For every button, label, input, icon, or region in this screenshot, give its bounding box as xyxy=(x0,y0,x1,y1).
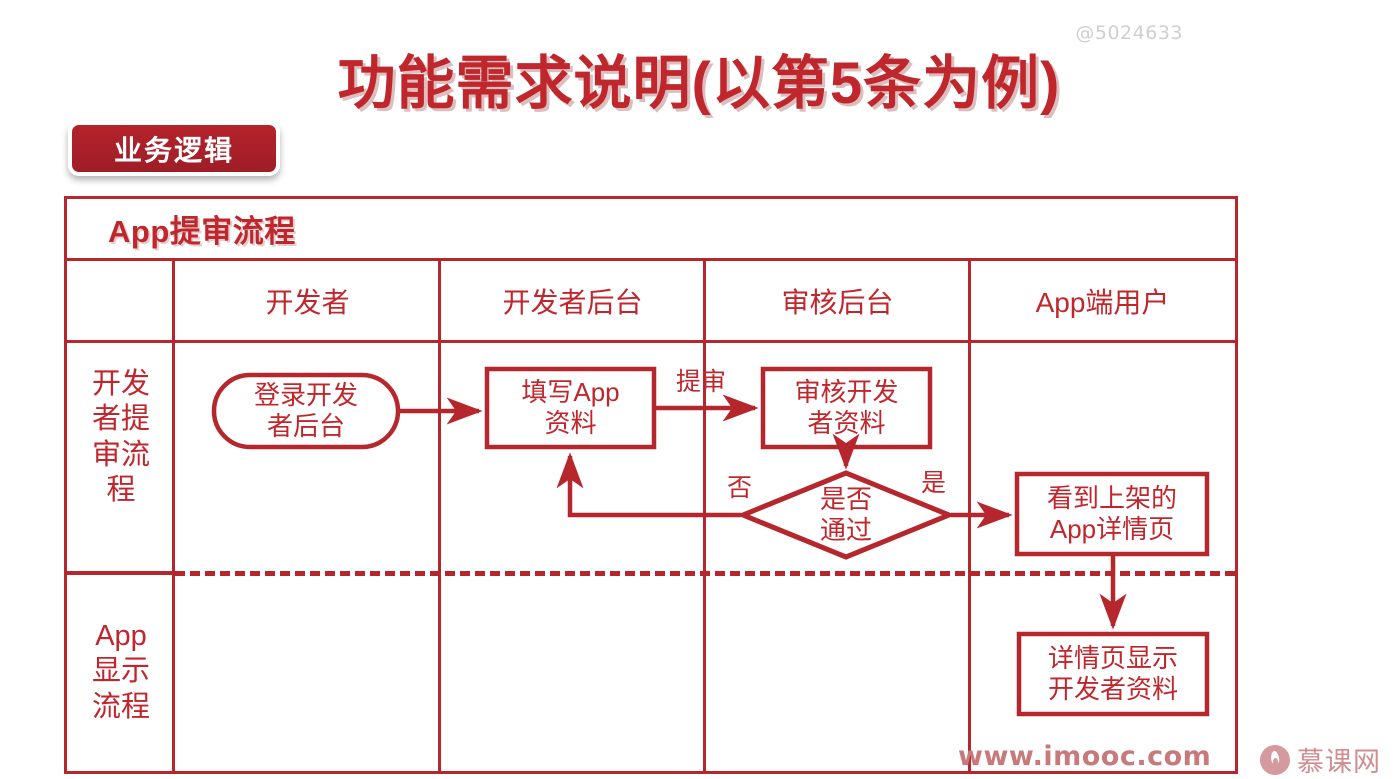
column-divider-4 xyxy=(968,261,971,771)
node-login-label-line1: 登录开发 xyxy=(253,379,358,410)
column-header-app-user: App端用户 xyxy=(1035,286,1170,318)
edge-label-submit-review: 提审 xyxy=(676,368,727,396)
imooc-logo-text: 慕课网 xyxy=(1297,747,1381,777)
node-showinfo-label: 详情页显示 开发者资料 xyxy=(1019,634,1207,714)
page-title: 功能需求说明(以第5条为例) xyxy=(337,51,1061,116)
node-login-label: 登录开发 者后台 xyxy=(214,375,398,447)
node-detail-label: 看到上架的 App详情页 xyxy=(1017,474,1207,554)
node-fill-label: 填写App 资料 xyxy=(487,369,654,447)
node-login-label-line2: 者后台 xyxy=(266,411,345,441)
column-header-review-backend: 审核后台 xyxy=(781,286,894,318)
table-header-row: 开发者 开发者后台 审核后台 App端用户 xyxy=(67,261,1235,343)
node-decision-label: 是否 通过 xyxy=(786,479,906,551)
edge-label-yes: 是 xyxy=(921,469,947,497)
swimlane-table: App提审流程 开发者 开发者后台 审核后台 App端用户 开发者提审流程 Ap… xyxy=(64,196,1238,774)
node-review-label: 审核开发 者资料 xyxy=(763,369,930,447)
column-header-developer: 开发者 xyxy=(265,286,350,318)
node-showinfo-label-line1: 详情页显示 xyxy=(1047,642,1178,673)
node-decision-label-line1: 是否 xyxy=(819,483,872,514)
column-divider-2 xyxy=(438,261,441,771)
column-header-developer-backend: 开发者后台 xyxy=(502,286,643,318)
row-label-display-flow: App显示流程 xyxy=(91,620,150,723)
column-divider-3 xyxy=(703,261,706,771)
row-label-submit-flow: 开发者提审流程 xyxy=(91,368,150,507)
node-showinfo-label-line2: 开发者资料 xyxy=(1047,674,1178,704)
node-fill-label-line2: 资料 xyxy=(544,408,597,438)
node-review-label-line1: 审核开发 xyxy=(794,376,899,407)
row-divider-dashed xyxy=(175,571,1235,576)
column-divider-1 xyxy=(172,261,175,771)
node-review-label-line2: 者资料 xyxy=(807,408,886,438)
column-header-blank xyxy=(67,261,175,340)
table-title: App提审流程 xyxy=(108,214,296,249)
node-detail-label-line1: 看到上架的 xyxy=(1046,482,1177,513)
node-detail-label-line2: App详情页 xyxy=(1049,514,1175,544)
row-divider-solid-segment xyxy=(67,571,175,575)
user-id-watermark: @5024633 xyxy=(1075,22,1183,44)
site-url-watermark: www.imooc.com xyxy=(958,741,1212,772)
node-fill-label-line1: 填写App xyxy=(521,376,620,407)
table-title-row: App提审流程 xyxy=(67,199,1235,261)
section-badge-label: 业务逻辑 xyxy=(113,134,234,166)
edge-label-no: 否 xyxy=(727,474,753,502)
node-decision-label-line2: 通过 xyxy=(819,515,872,545)
imooc-logo: 慕课网 xyxy=(1260,740,1381,779)
section-badge-business-logic: 业务逻辑 xyxy=(68,121,280,176)
flame-icon xyxy=(1260,744,1290,775)
